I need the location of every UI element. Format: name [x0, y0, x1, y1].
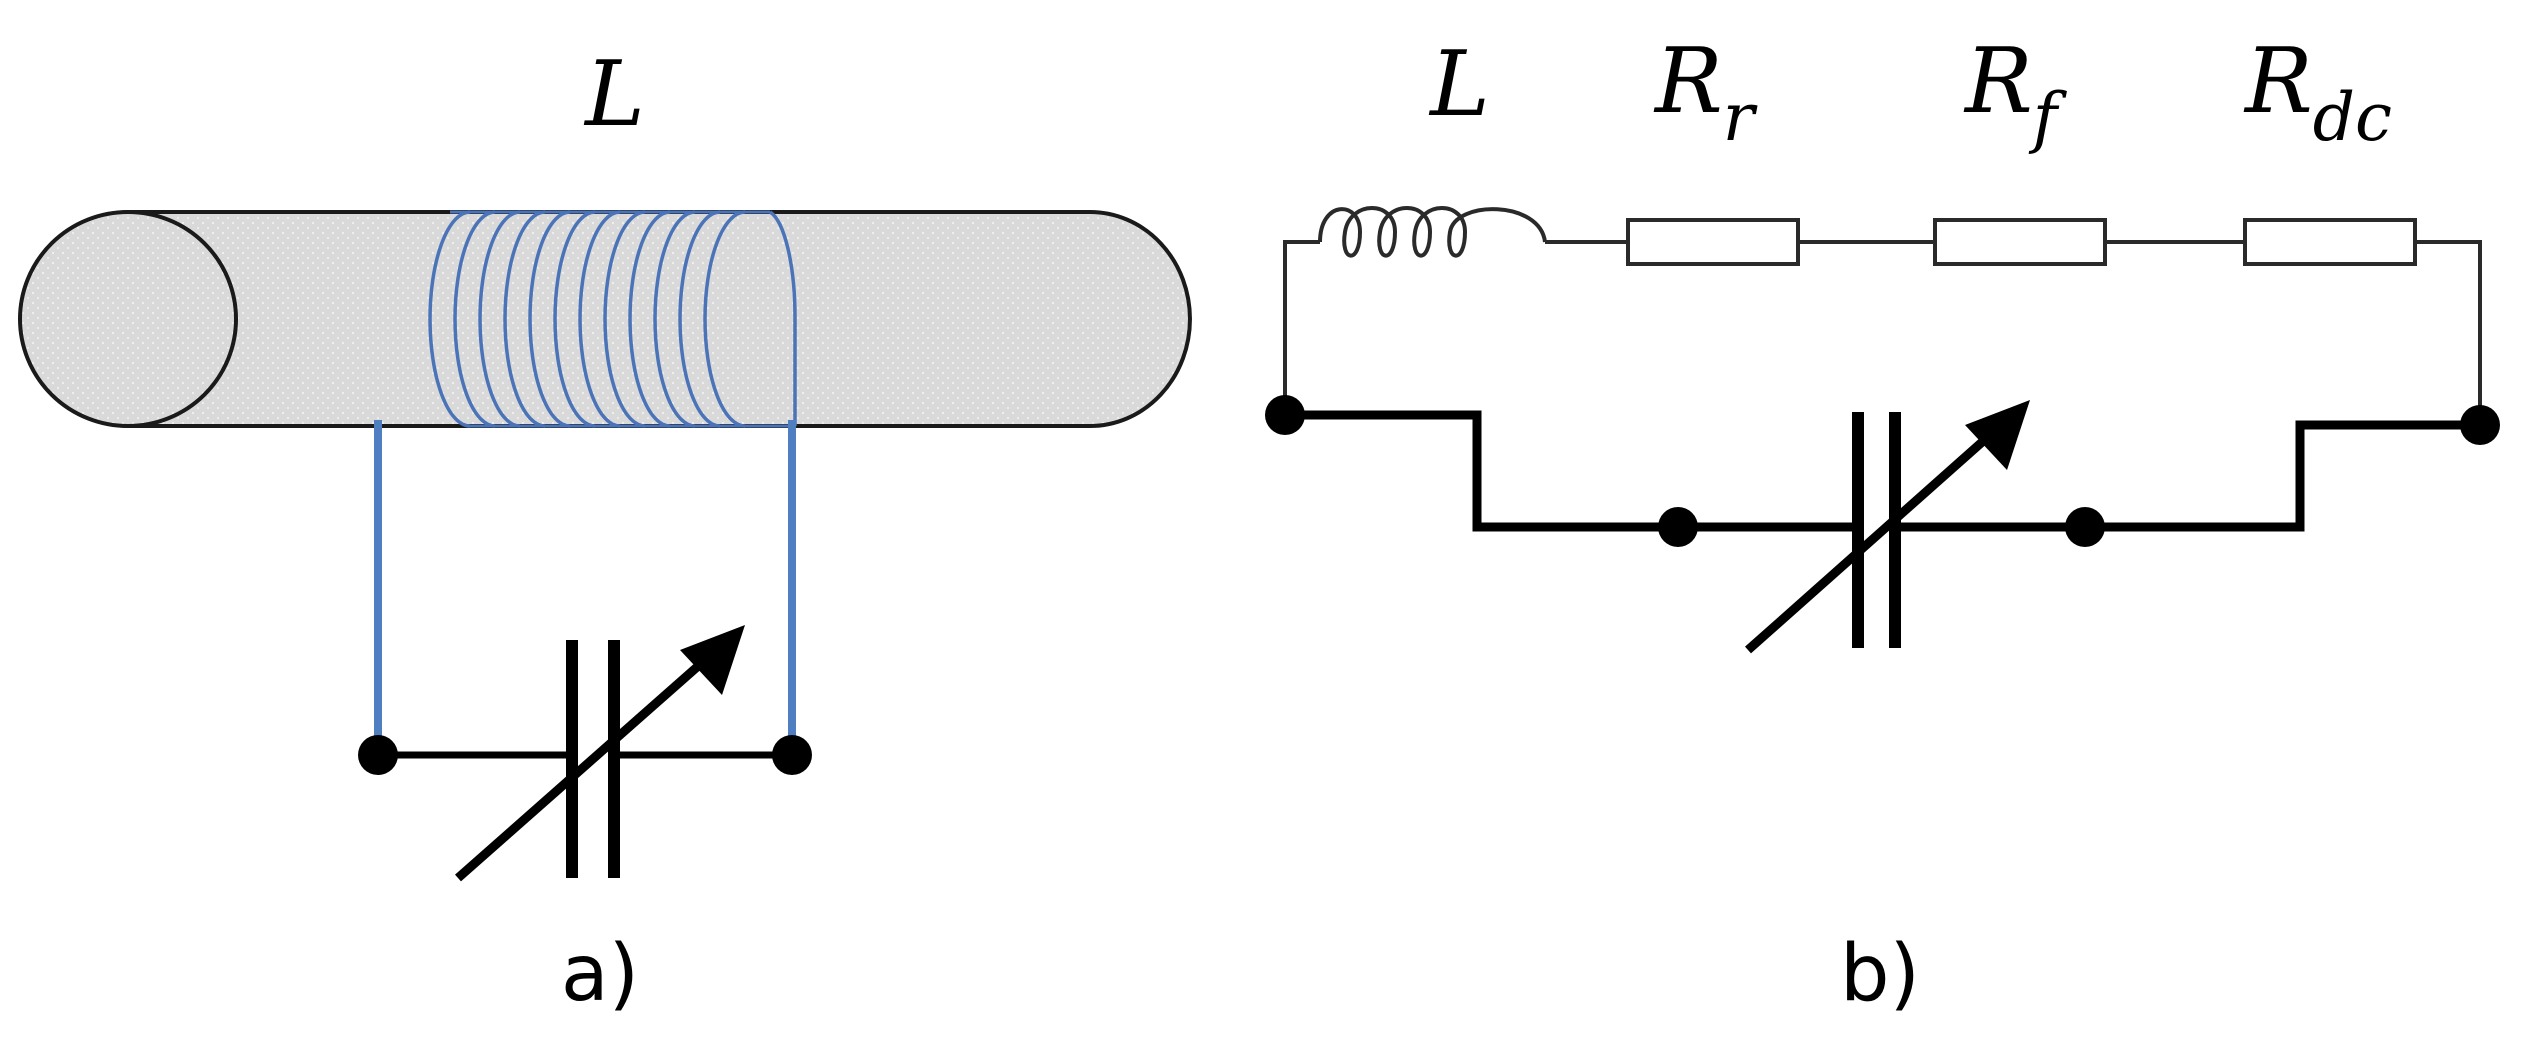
- panel-a-tuning-arrow: [455, 656, 708, 882]
- panel-b-variable-capacitor: [1745, 400, 2030, 654]
- panel-b-node-right: [2460, 405, 2500, 445]
- panel-a-variable-capacitor: [455, 625, 745, 882]
- panel-a-node-right: [772, 735, 812, 775]
- panel-b-inductor-label: L: [1428, 32, 1490, 137]
- panel-b: L Rr Rf Rdc: [1265, 29, 2500, 1019]
- panel-b-node-left: [1265, 395, 1305, 435]
- svg-text:Rdc: Rdc: [2243, 29, 2392, 156]
- resistor-rr: [1626, 218, 1800, 266]
- resistor-label-rf: Rf: [1963, 29, 2068, 156]
- svg-text:Rr: Rr: [1653, 29, 1758, 156]
- panel-b-capacitor-node-right: [2065, 507, 2105, 547]
- rod-end-face: [18, 210, 238, 428]
- panel-b-caption: b): [1840, 929, 1920, 1019]
- panel-b-tuning-arrow: [1745, 431, 1993, 654]
- resistor-rf: [1933, 218, 2107, 266]
- resistor-rdc: [2243, 218, 2417, 266]
- svg-text:Rf: Rf: [1963, 29, 2068, 156]
- resistor-label-rdc: Rdc: [2243, 29, 2392, 156]
- resistor-label-rr: Rr: [1653, 29, 1758, 156]
- capacitor-branch: [1285, 410, 2480, 532]
- series-branch: [1283, 206, 2482, 420]
- panel-a-node-left: [358, 735, 398, 775]
- panel-a-caption: a): [561, 929, 639, 1019]
- panel-a-inductor-label: L: [583, 42, 645, 147]
- panel-b-arrowhead-icon: [1965, 400, 2030, 470]
- inductor-coil-icon: [1318, 206, 1547, 258]
- panel-b-capacitor-node-left: [1658, 507, 1698, 547]
- panel-a: L: [18, 42, 1192, 1019]
- panel-a-arrowhead-icon: [680, 625, 745, 695]
- coil-windings: [428, 210, 797, 428]
